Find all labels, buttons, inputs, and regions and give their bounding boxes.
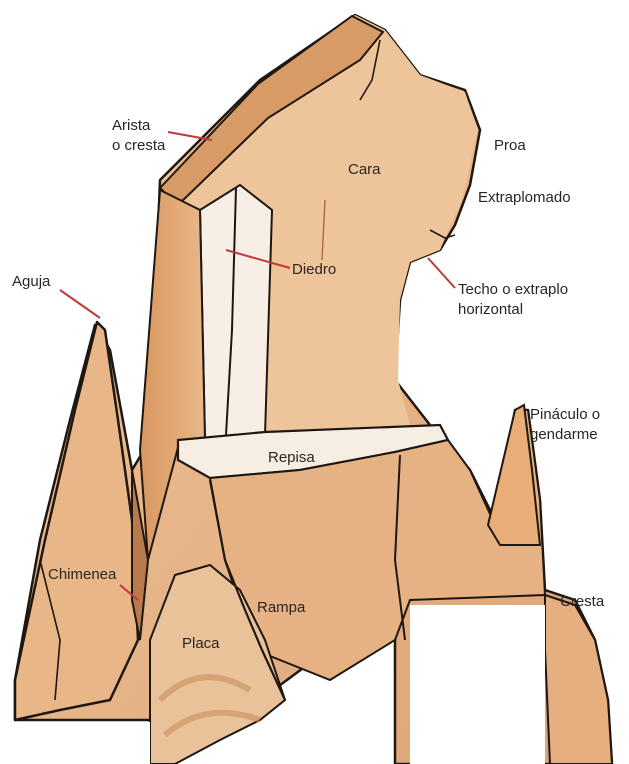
label-repisa: Repisa	[268, 448, 315, 468]
label-techo: Techo o extraplo horizontal	[458, 280, 568, 320]
label-arista-line2: o cresta	[112, 136, 165, 156]
label-rampa: Rampa	[257, 598, 305, 618]
blank-patch-right	[410, 605, 545, 764]
label-pinaculo: Pináculo o gendarme	[530, 405, 600, 445]
label-arista: Arista o cresta	[112, 116, 165, 156]
crest-cresta	[545, 595, 612, 764]
label-diedro: Diedro	[292, 260, 336, 280]
label-placa: Placa	[182, 634, 220, 654]
label-chimenea: Chimenea	[48, 565, 116, 585]
label-cara: Cara	[348, 160, 381, 180]
label-proa: Proa	[494, 136, 526, 156]
blank-patch-left	[0, 722, 150, 764]
label-pinaculo-line1: Pináculo o	[530, 405, 600, 425]
label-techo-line1: Techo o extraplo	[458, 280, 568, 300]
label-pinaculo-line2: gendarme	[530, 425, 600, 445]
leader-techo	[428, 258, 455, 288]
spire-aguja	[15, 322, 138, 720]
label-cresta: Cresta	[560, 592, 604, 612]
leader-aguja	[60, 290, 100, 318]
label-extraplomado: Extraplomado	[478, 188, 571, 208]
label-aguja: Aguja	[12, 272, 50, 292]
label-techo-line2: horizontal	[458, 300, 568, 320]
label-arista-line1: Arista	[112, 116, 165, 136]
